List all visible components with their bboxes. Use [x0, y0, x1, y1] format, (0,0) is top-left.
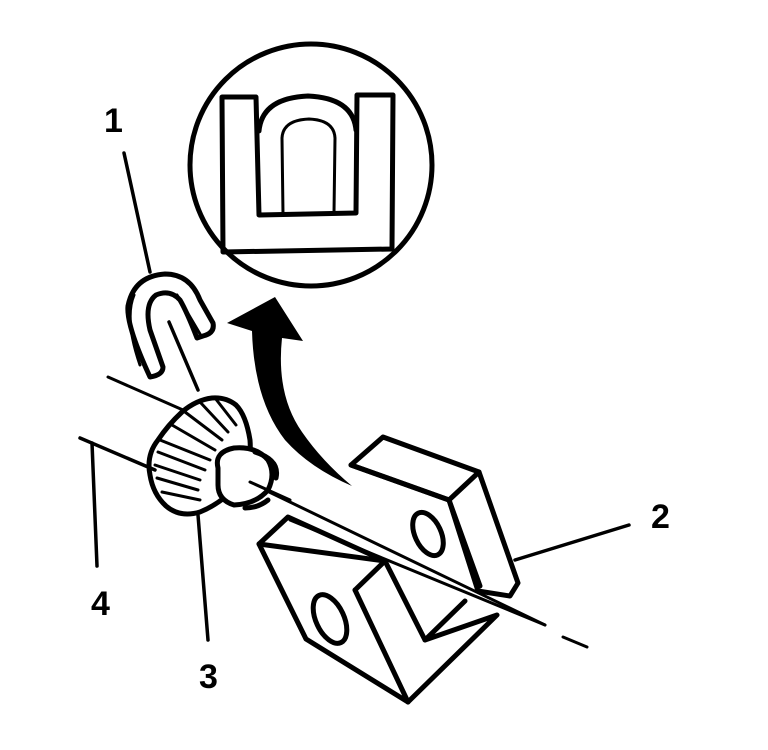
leader-2 — [513, 523, 631, 562]
callout-4: 4 — [91, 585, 110, 623]
callout-3: 3 — [199, 658, 218, 696]
curved-arrow-icon — [227, 297, 352, 486]
leader-3 — [196, 513, 210, 642]
leader-lines — [78, 151, 631, 642]
bevel-gear-part-3 — [146, 395, 292, 517]
shaft-centerline — [106, 375, 589, 649]
bracket-part-2 — [256, 434, 547, 705]
u-clip-part-1 — [125, 271, 216, 380]
leader-1b — [167, 320, 200, 392]
leader-1 — [122, 151, 152, 274]
leader-4b — [90, 441, 99, 568]
callout-1: 1 — [104, 102, 123, 140]
callout-2: 2 — [651, 498, 670, 536]
detail-view-circle — [187, 41, 435, 289]
